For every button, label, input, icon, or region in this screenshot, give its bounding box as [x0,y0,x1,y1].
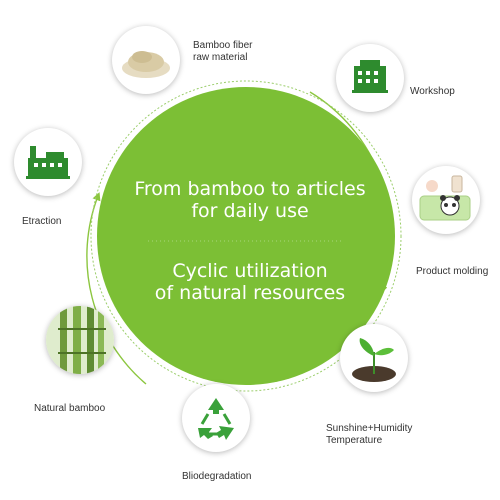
workshop-label: Workshop [410,86,455,97]
sunshine-label-1: Sunshine+Humidity [326,423,413,434]
fiber-powder-icon [122,51,170,78]
bamboo-fiber-label-1: Bamboo fiber [193,40,253,51]
bamboo-fiber-thumb [112,26,180,94]
extraction-plant-icon [26,146,70,179]
product-molding-label: Product molding [416,266,489,277]
center-title-line2: for daily use [191,200,309,222]
sunshine-label-2: Temperature [326,435,383,446]
center-title-line4: of natural resources [154,282,346,304]
panda-plate-icon [419,175,471,221]
bamboo-fiber-label-2: raw material [193,52,248,63]
biodegradation-thumb [182,384,250,452]
sunshine-thumb [340,324,408,392]
recycle-icon [198,398,234,440]
factory-building-icon [352,60,388,93]
extraction-thumb [14,128,82,196]
natural-bamboo-label: Natural bamboo [34,403,106,414]
workshop-thumb [336,44,404,112]
seedling-icon [352,338,396,382]
biodegradation-label: Bliodegradation [182,471,252,482]
center-circle [90,80,402,392]
left-cycle-arrow [86,192,147,385]
natural-bamboo-thumb [46,306,114,374]
bamboo-stalks-icon [46,306,114,374]
extraction-label: Etraction [22,216,62,227]
product-molding-thumb [412,166,480,234]
center-title-line1: From bamboo to articles [134,178,366,200]
center-title-line3: Cyclic utilization [172,260,328,282]
